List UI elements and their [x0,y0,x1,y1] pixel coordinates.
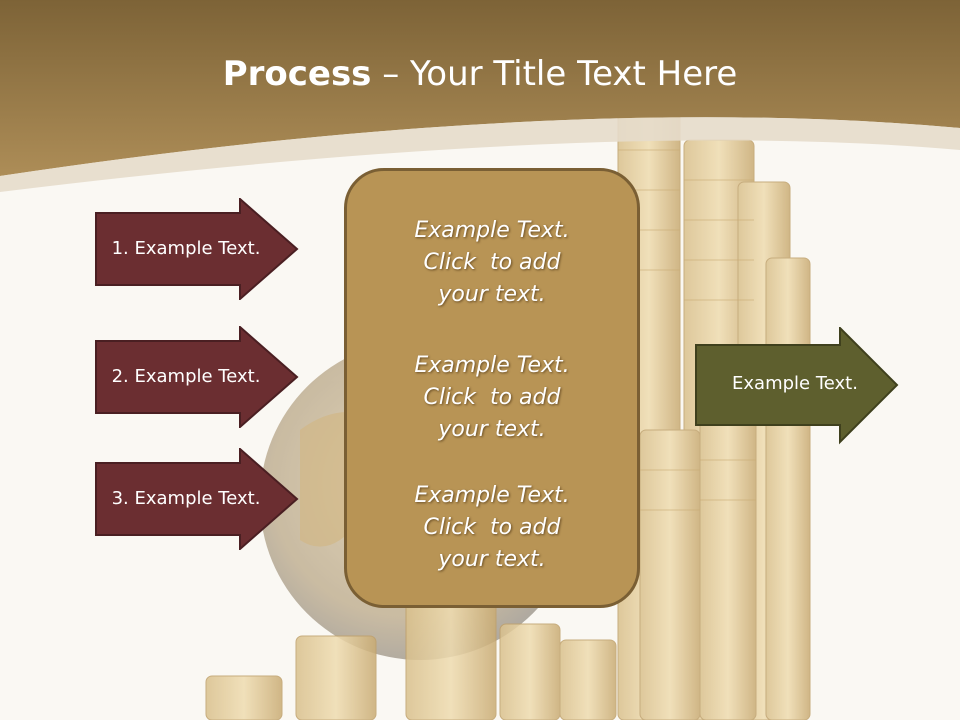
center-paragraph-1: Example Text. Click to add your text. [347,215,637,311]
arrow-shape [95,448,299,550]
paragraph-line: Click to add [423,250,561,275]
paragraph-line: your text. [438,547,546,572]
title-bold: Process [222,54,372,94]
arrow-label: 3. Example Text. [111,488,261,509]
process-step-arrow-3[interactable]: 3. Example Text. [95,448,299,550]
center-text-box[interactable]: Example Text. Click to add your text. Ex… [344,168,640,608]
process-step-arrow-2[interactable]: 2. Example Text. [95,326,299,428]
arrow-shape [95,198,299,300]
header-band [0,0,960,176]
paragraph-line: Example Text. [414,218,570,243]
arrow-shape [695,327,899,445]
paragraph-line: Example Text. [414,353,570,378]
paragraph-line: your text. [438,417,546,442]
header-swoosh [0,117,960,192]
paragraph-line: Click to add [423,515,561,540]
arrow-label: 1. Example Text. [111,238,261,259]
arrow-label: 2. Example Text. [111,366,261,387]
center-paragraph-3: Example Text. Click to add your text. [347,480,637,576]
paragraph-line: Example Text. [414,483,570,508]
result-arrow[interactable]: Example Text. [695,327,899,445]
paragraph-line: Click to add [423,385,561,410]
paragraph-line: your text. [438,282,546,307]
title-rest: – Your Title Text Here [371,54,738,94]
arrow-shape [95,326,299,428]
process-step-arrow-1[interactable]: 1. Example Text. [95,198,299,300]
arrow-label: Example Text. [732,373,858,394]
slide-title: Process – Your Title Text Here [0,52,960,96]
center-paragraph-2: Example Text. Click to add your text. [347,350,637,446]
